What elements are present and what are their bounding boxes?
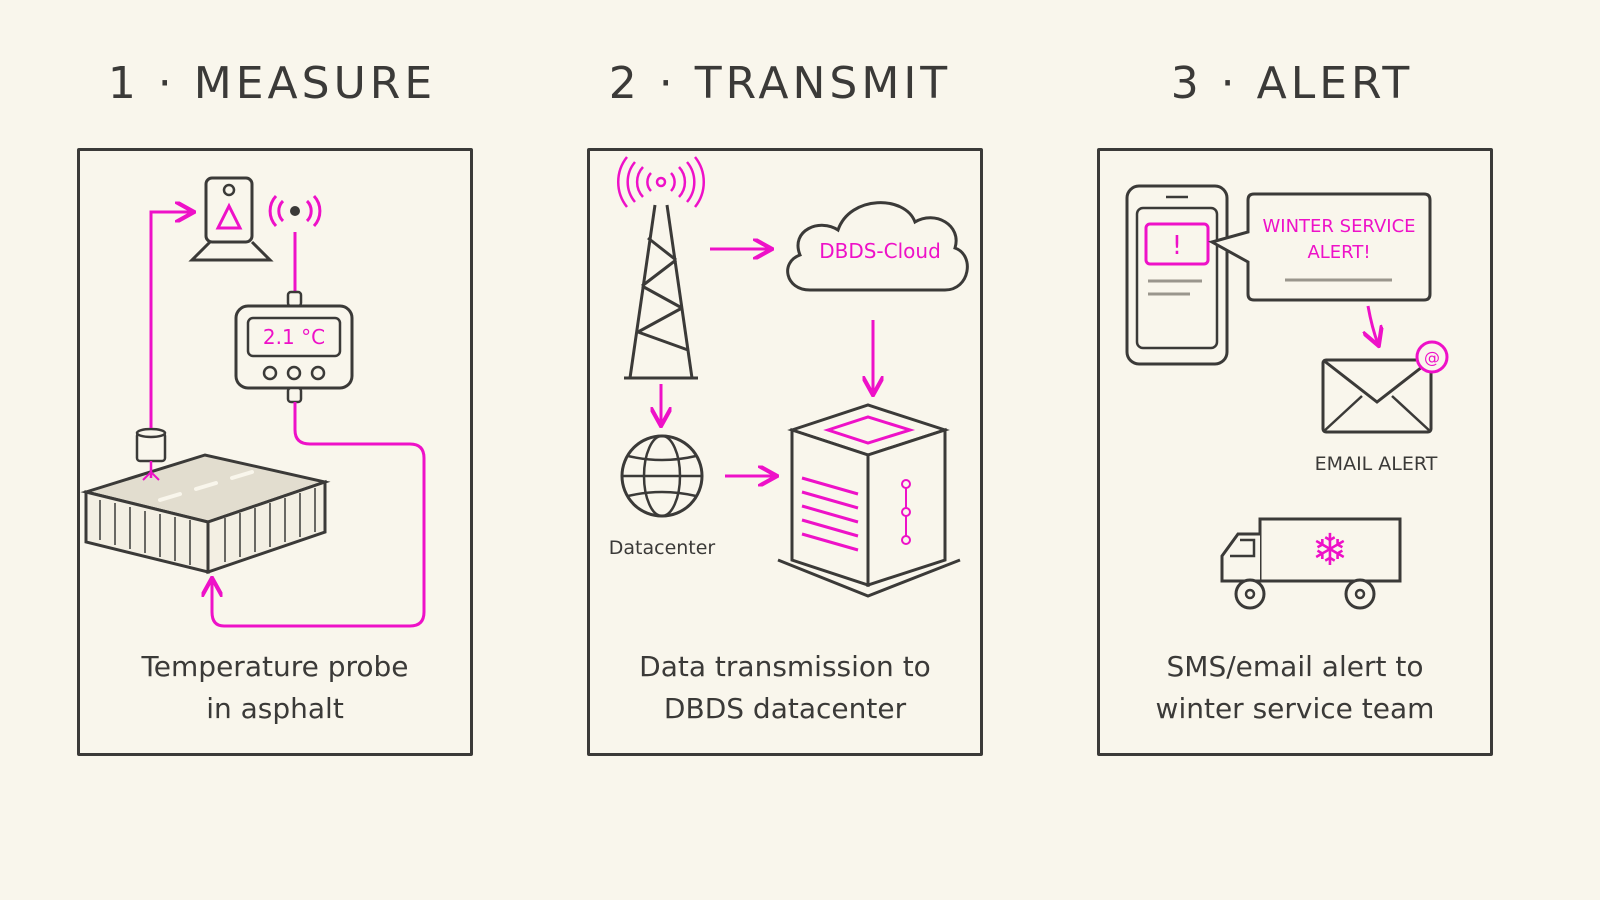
alert-line-1: WINTER SERVICE [1262, 216, 1415, 237]
envelope-icon: @ [1321, 340, 1449, 434]
antenna-icon [268, 194, 322, 292]
alert-caption-line-1: SMS/email alert to [1166, 650, 1424, 683]
smartphone-icon: ! [1125, 184, 1229, 366]
step-1-title: 1 · MEASURE [107, 58, 437, 109]
transmit-panel [587, 148, 983, 756]
email-alert-label: EMAIL ALERT [1315, 453, 1438, 475]
globe-icon [620, 434, 704, 518]
snowflake-icon: ❄ [1312, 525, 1349, 576]
asphalt-block-icon [80, 453, 331, 575]
transmit-caption-line-2: DBDS datacenter [663, 692, 907, 725]
server-icon [777, 403, 961, 598]
cloud-icon: DBDS-Cloud [786, 201, 969, 292]
phone-alert-symbol: ! [1172, 231, 1182, 261]
speech-bubble-icon: WINTER SERVICE ALERT! [1208, 192, 1432, 302]
cloud-label: DBDS-Cloud [819, 239, 941, 263]
measure-caption-line-1: Temperature probe [141, 650, 409, 683]
step-2-title: 2 · TRANSMIT [608, 58, 952, 109]
transmit-caption-line-1: Data transmission to [639, 650, 931, 683]
sensor-display-icon: 2.1 °C [234, 290, 354, 404]
step-3-title: 3 · ALERT [1170, 58, 1414, 109]
probe-icon [135, 427, 167, 481]
measure-panel [77, 148, 473, 756]
alert-caption-line-2: winter service team [1155, 692, 1435, 725]
transmit-caption: Data transmission to DBDS datacenter [585, 646, 985, 730]
alert-panel [1097, 148, 1493, 756]
measure-caption-line-2: in asphalt [206, 692, 344, 725]
weather-station-icon [188, 176, 274, 262]
sensor-reading: 2.1 °C [263, 325, 325, 349]
datacenter-label: Datacenter [609, 537, 716, 559]
measure-caption: Temperature probe in asphalt [75, 646, 475, 730]
alert-line-2: ALERT! [1307, 242, 1370, 263]
radio-tower-icon [617, 156, 705, 380]
truck-icon: ❄ [1220, 517, 1402, 610]
alert-caption: SMS/email alert to winter service team [1095, 646, 1495, 730]
email-badge: @ [1424, 348, 1440, 367]
